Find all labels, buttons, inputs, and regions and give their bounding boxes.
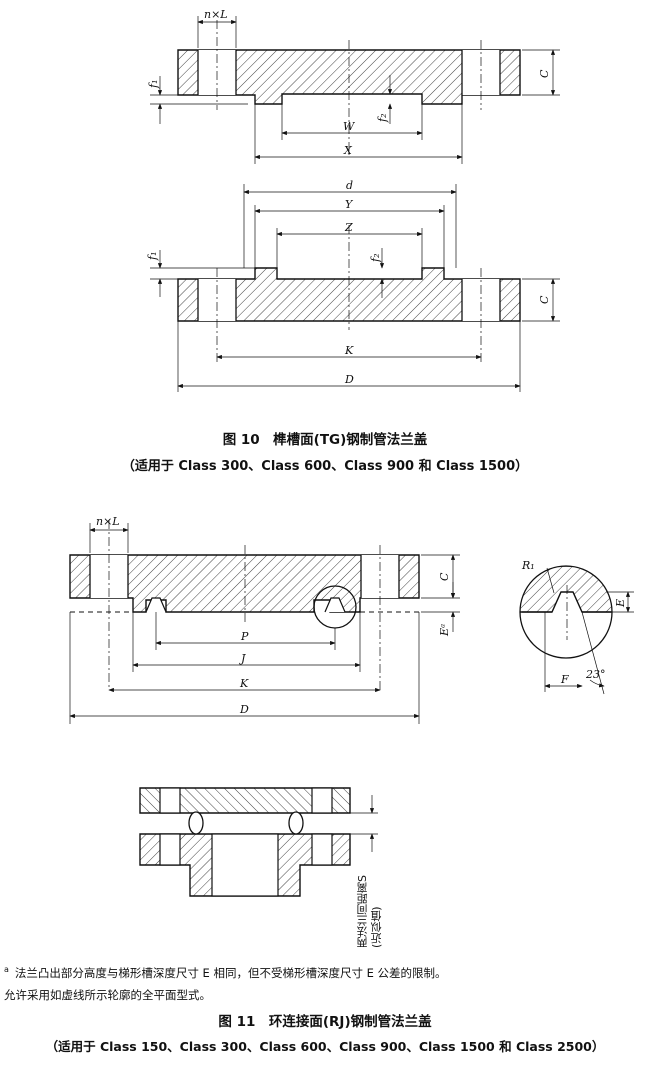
- fig10-bottom-z-label: Z: [344, 221, 353, 234]
- fig10-bottom-f1-label: f₁: [146, 252, 159, 261]
- fig11-e-label: Eᵃ: [438, 624, 451, 637]
- fig11-c-label: C: [438, 572, 451, 581]
- fig10-bottom-d-label: d: [346, 179, 353, 192]
- fig10-top-x-label: X: [343, 144, 353, 157]
- fig10-bottom-c-label: C: [538, 295, 551, 304]
- fig11-approx-text: (近似值): [370, 906, 383, 948]
- fig11-j-label: J: [239, 652, 246, 665]
- fig11-p-label: P: [240, 630, 249, 643]
- fig11-d-label: D: [239, 703, 249, 716]
- fig11-assembly-view: [139, 787, 378, 897]
- fig11-detail-view: R₁ E F 23°: [519, 559, 634, 695]
- fig11-detail-f-label: F: [560, 673, 569, 686]
- fig11-note-a: a 法兰凸出部分高度与梯形槽深度尺寸 E 相同，但不受梯形槽深度尺寸 E 公差的限…: [4, 965, 447, 981]
- fig11-subcaption: （适用于 Class 150、Class 300、Class 600、Class…: [45, 1039, 605, 1054]
- fig11-caption: 图 11 环连接面(RJ)钢制管法兰盖: [218, 1014, 432, 1030]
- fig11-main-view: n×L C Eᵃ P J K D: [69, 515, 460, 724]
- fig10-bottom-dd-label: D: [344, 373, 354, 386]
- fig10-subcaption: （适用于 Class 300、Class 600、Class 900 和 Cla…: [121, 459, 529, 474]
- fig11-nxl-label: n×L: [96, 515, 120, 528]
- fig10-top-nxl-label: n×L: [204, 8, 228, 21]
- fig10-bottom-y-label: Y: [345, 198, 354, 211]
- fig11-k-label: K: [239, 677, 249, 690]
- fig11-detail-r1-label: R₁: [521, 559, 535, 572]
- fig11-note-b: 允许采用如虚线所示轮廓的全平面型式。: [4, 988, 211, 1002]
- fig10-bottom-k-label: K: [344, 344, 354, 357]
- fig10-top-f2-label: f₂: [376, 114, 389, 123]
- fig11-assembly-spacing-label: 两法兰间距离S (近似值): [356, 848, 396, 948]
- fig10-top-c-label: C: [538, 69, 551, 78]
- fig10-top-view: n×L C f₁ f₂ W X: [147, 8, 560, 164]
- fig10-bottom-view: d Y Z f₁ f₂ C K D: [146, 179, 560, 392]
- fig10-bottom-f2-label: f₂: [369, 254, 382, 263]
- note-mark: a: [4, 965, 9, 975]
- fig11-detail-e-label: E: [614, 599, 627, 608]
- fig11-detail-angle-label: 23°: [585, 668, 606, 681]
- fig10-caption: 图 10 榫槽面(TG)钢制管法兰盖: [222, 432, 428, 448]
- note-a-text: 法兰凸出部分高度与梯形槽深度尺寸 E 相同，但不受梯形槽深度尺寸 E 公差的限制…: [14, 966, 447, 980]
- fig10-top-f1-label: f₁: [147, 80, 160, 89]
- fig10-top-w-label: W: [343, 120, 356, 133]
- fig11-spacing-text: 两法兰间距离S: [356, 875, 369, 948]
